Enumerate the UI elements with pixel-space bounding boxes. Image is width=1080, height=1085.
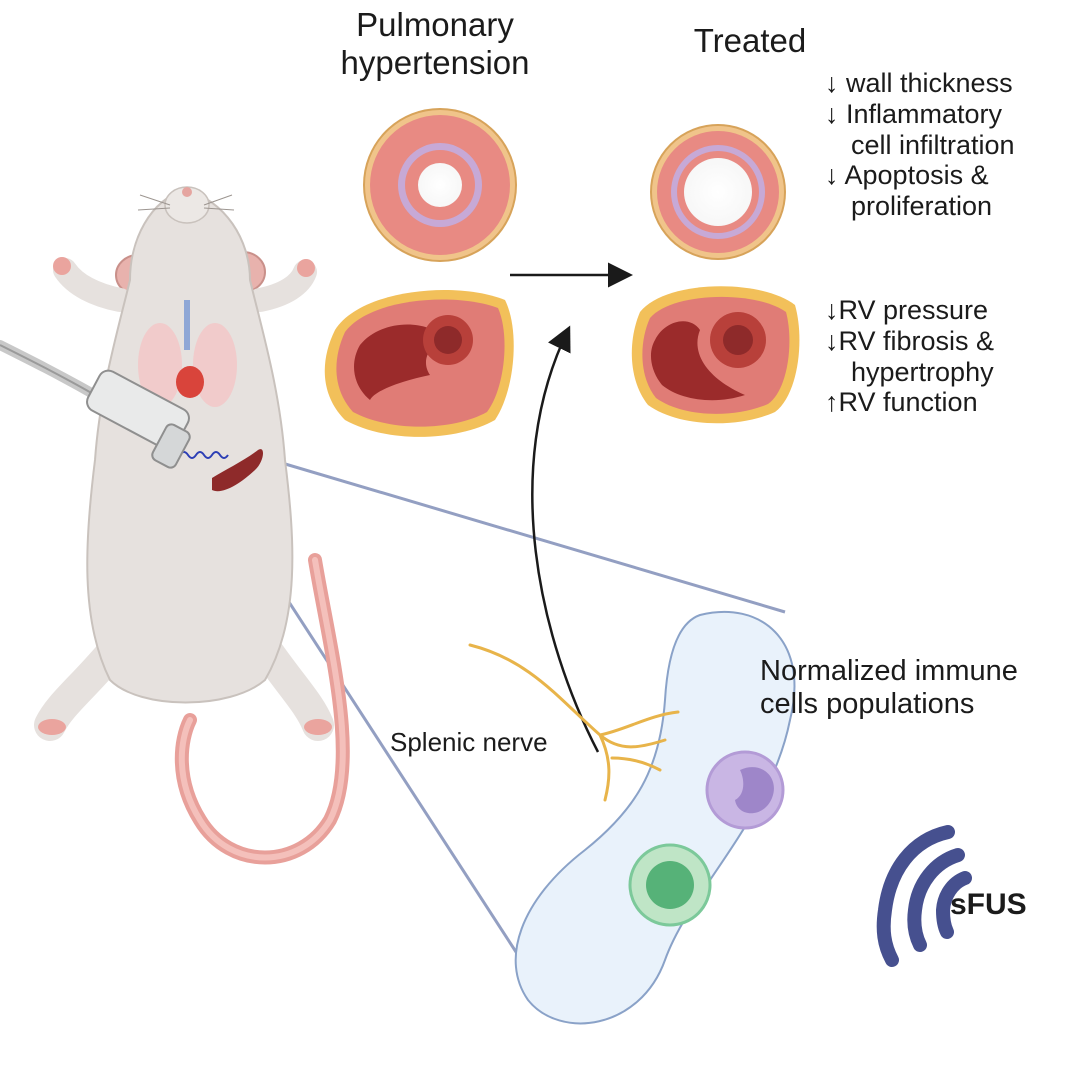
sfus-waves-icon <box>876 825 972 967</box>
normalized-cells-label: Normalized immune cells populations <box>760 655 1018 721</box>
rat-right-lung <box>193 323 237 407</box>
treated-vessel <box>650 124 786 260</box>
vessel-effect-4: ↓ Apoptosis & <box>825 160 989 191</box>
rat-heart <box>176 366 204 398</box>
heart-effect-2: ↓RV fibrosis & <box>825 325 995 356</box>
rat-left-arm <box>53 258 132 312</box>
normalized-line-2: cells populations <box>760 688 975 721</box>
vessel-effects-list: ↓ wall thickness ↓ Inflammatory cell inf… <box>825 68 1070 222</box>
sfus-label: sFUS <box>950 888 1027 921</box>
vessel-effect-1: ↓ wall thickness <box>825 68 1013 98</box>
rat-body <box>86 188 294 704</box>
heart-effects-list: ↓RV pressure ↓RV fibrosis & hypertrophy … <box>825 295 1070 418</box>
vessel-effect-5: proliferation <box>851 191 993 222</box>
ultrasound-wave <box>179 451 229 459</box>
heart-effect-3: hypertrophy <box>851 356 994 387</box>
treated-title: Treated <box>693 22 807 59</box>
title-line-2: hypertension <box>340 43 530 81</box>
normalized-line-1: Normalized immune <box>760 655 1018 687</box>
signal-arrow <box>531 325 600 753</box>
rat-left-lung <box>138 323 182 407</box>
splenic-nerve <box>468 643 680 802</box>
ph-vessel <box>363 108 517 262</box>
vessel-effect-2: ↓ Inflammatory <box>825 98 1003 129</box>
treated-heart-section <box>631 286 800 424</box>
heart-effect-1: ↓RV pressure <box>825 295 989 325</box>
vessel-effect-3: cell infiltration <box>851 129 1015 160</box>
pulmonary-hypertension-title: Pulmonary hypertension <box>300 6 570 81</box>
rat-illustration <box>34 186 350 865</box>
splenic-nerve-label: Splenic nerve <box>390 727 548 757</box>
rat-right-arm <box>248 260 317 312</box>
rat-right-leg <box>254 639 334 741</box>
rat-spleen <box>212 449 264 492</box>
ph-heart-section <box>324 290 514 437</box>
rat-left-leg <box>34 639 126 741</box>
ultrasound-probe <box>0 340 191 469</box>
heart-effect-4: ↑RV function <box>825 387 978 418</box>
spleen-zoom-panel <box>468 610 796 1025</box>
title-line-1: Pulmonary <box>356 6 514 43</box>
